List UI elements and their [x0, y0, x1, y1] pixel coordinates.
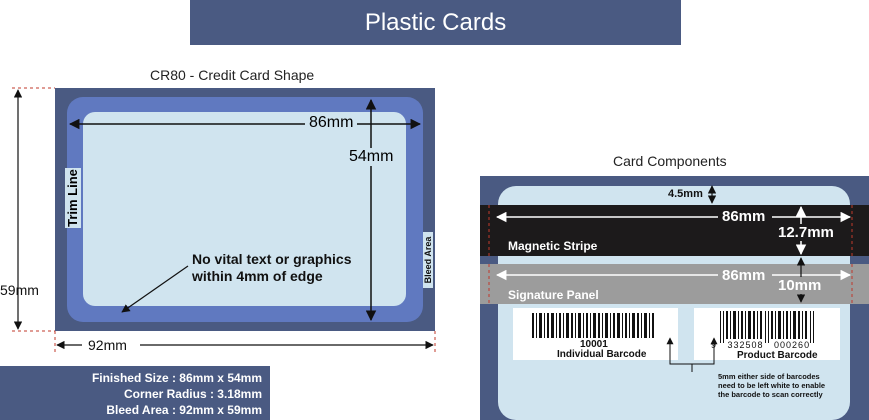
note-pointer-arrow: [121, 265, 189, 313]
safe-area-note: No vital text or graphics within 4mm of …: [192, 251, 351, 285]
height-label: 54mm: [347, 148, 396, 166]
product-barcode-bars: [720, 311, 814, 343]
individual-barcode-number: 10001: [580, 339, 608, 350]
spec-corner-radius: Corner Radius : 3.18mm: [123, 387, 262, 401]
top-margin-label: 4.5mm: [668, 188, 703, 200]
mag-width-label: 86mm: [722, 208, 766, 225]
mag-stripe-label: Magnetic Stripe: [508, 239, 598, 253]
spec-bleed-area: Bleed Area : 92mm x 59mm: [106, 403, 262, 417]
product-barcode-digits: 9 332508 000260: [711, 340, 811, 350]
product-barcode-label: Product Barcode: [737, 350, 818, 361]
card-spec-box: Finished Size : 86mm x 54mm Corner Radiu…: [0, 366, 270, 420]
barcode-note-line1: 5mm either side of barcodes: [718, 372, 820, 381]
barcode2-area: [694, 308, 840, 360]
safe-area: [83, 112, 406, 306]
mag-height-label: 12.7mm: [776, 224, 836, 241]
spec-finished-size: Finished Size : 86mm x 54mm: [91, 371, 262, 385]
components-caption: Card Components: [613, 153, 727, 169]
outer-width-label: 92mm: [88, 337, 127, 353]
individual-barcode-label: Individual Barcode: [557, 349, 647, 360]
left-card-caption: CR80 - Credit Card Shape: [150, 67, 315, 83]
sig-height-label: 10mm: [776, 277, 824, 294]
individual-barcode-bars: [532, 313, 654, 338]
signature-panel-label: Signature Panel: [508, 288, 599, 302]
page-title-banner: Plastic Cards: [190, 0, 681, 45]
barcode-note-line2: need to be left white to enable: [718, 381, 826, 390]
page-title: Plastic Cards: [364, 8, 507, 36]
width-label: 86mm: [305, 114, 358, 132]
bleed-area-label: Bleed Area: [423, 232, 433, 288]
safe-note-line1: No vital text or graphics: [192, 251, 352, 267]
sig-width-label: 86mm: [722, 267, 766, 284]
outer-height-label: 59mm: [0, 282, 39, 298]
barcode-quiet-zone-note: 5mm either side of barcodes need to be l…: [718, 372, 825, 399]
safe-note-line2: within 4mm of edge: [192, 268, 323, 284]
barcode-note-line3: the barcode to scan correctly: [718, 390, 823, 399]
trim-line-label: Trim Line: [65, 168, 81, 228]
